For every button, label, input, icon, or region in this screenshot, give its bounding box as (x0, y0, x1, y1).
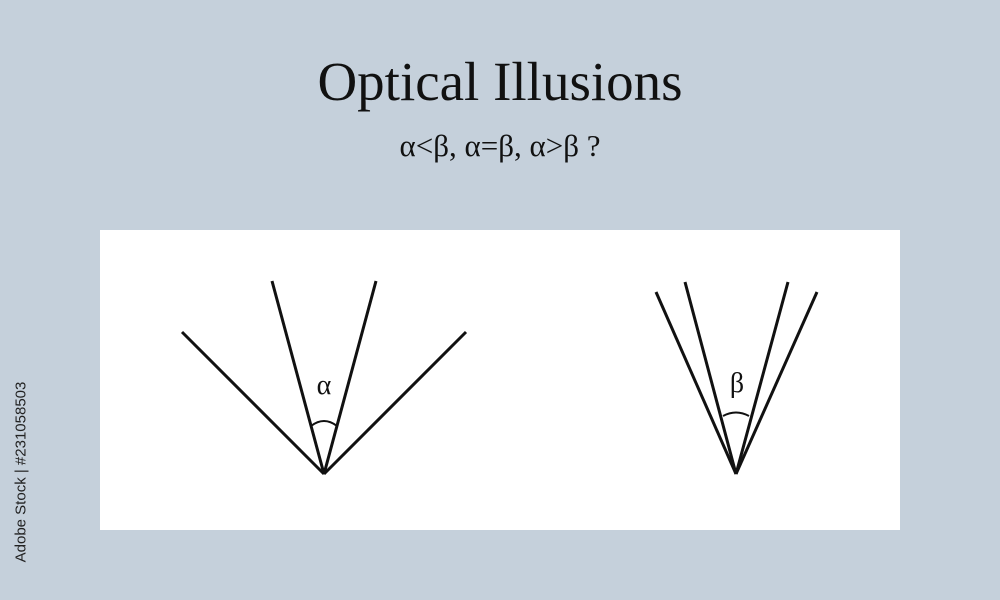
question-subtitle: α<β, α=β, α>β ? (399, 128, 601, 163)
alpha-label: α (317, 370, 332, 401)
left-outer-ray-left (180, 330, 326, 476)
diagram-panel: α β (100, 230, 900, 530)
left-inner-ray-left (270, 280, 326, 475)
page-title: Optical Illusions (317, 51, 683, 112)
left-inner-ray-right (322, 280, 378, 475)
left-outer-ray-right (322, 330, 468, 476)
stock-watermark-text: Adobe Stock | #231058503 (12, 381, 30, 563)
left-angle-figure: α (180, 280, 468, 476)
right-inner-ray-left (683, 281, 738, 475)
beta-label: β (730, 368, 744, 399)
alpha-arc (310, 420, 338, 427)
right-angle-figure: β (654, 281, 819, 475)
beta-arc (722, 411, 750, 417)
stock-watermark-id: Adobe Stock | #231058503 (8, 360, 34, 585)
right-outer-ray-left (654, 291, 738, 475)
right-inner-ray-right (734, 281, 790, 475)
right-outer-ray-right (734, 291, 819, 475)
angle-diagram: α β (180, 280, 819, 476)
